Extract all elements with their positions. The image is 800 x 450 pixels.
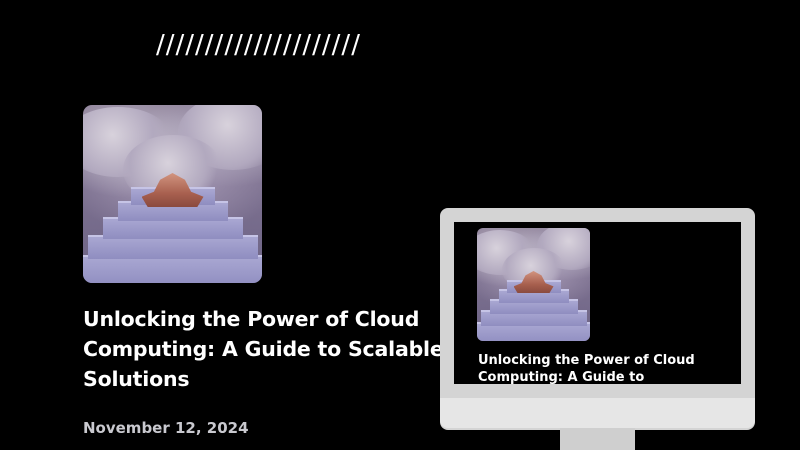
monitor-chin — [440, 398, 755, 428]
post-date: November 12, 2024 — [83, 419, 249, 437]
slash-decoration: ///////////////////// — [156, 30, 361, 60]
preview-post-title: Unlocking the Power of Cloud Computing: … — [478, 353, 695, 384]
post-title[interactable]: Unlocking the Power of Cloud Computing: … — [83, 307, 444, 391]
preview-featured-image — [477, 228, 590, 341]
monitor-stand — [560, 428, 635, 450]
post-featured-image[interactable] — [83, 105, 262, 283]
monitor-screen: Unlocking the Power of Cloud Computing: … — [454, 222, 741, 384]
